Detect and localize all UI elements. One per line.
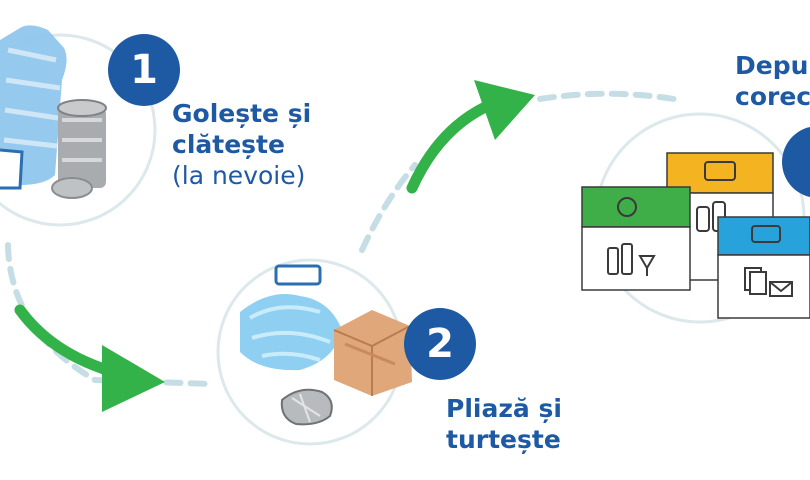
crumpled-plastic-icon <box>240 264 342 371</box>
step-1-note: (la nevoie) <box>172 161 306 190</box>
cardboard-icon <box>333 310 412 396</box>
green-arrow-1 <box>14 304 165 412</box>
tin-can-icon <box>51 99 107 199</box>
step-3-title-line-1: Depu <box>735 51 809 80</box>
recycling-bins-icon <box>581 152 810 319</box>
step-3-label: Depu corec <box>735 50 810 112</box>
connector-dashed-2 <box>359 90 683 253</box>
water-bottle-icon <box>0 25 67 190</box>
step-1-number-badge: 1 <box>108 34 180 106</box>
step-2-number-badge: 2 <box>404 308 476 380</box>
step-2-title-line-1: Pliază și <box>446 394 562 423</box>
step-3-title-line-2: corec <box>735 82 810 111</box>
crushed-can-icon <box>280 388 333 426</box>
step-1-title-line-2: clătește <box>172 130 285 159</box>
step-1-title-line-1: Golește și <box>172 99 312 128</box>
paper-icon <box>744 267 793 297</box>
glass-bottles-icon <box>607 243 656 276</box>
green-arrow-2 <box>406 80 535 194</box>
step-1-label: Golește și clătește (la nevoie) <box>172 98 311 191</box>
step-2-title-line-2: turtește <box>446 425 561 454</box>
step-2-label: Pliază și turtește <box>446 393 562 455</box>
